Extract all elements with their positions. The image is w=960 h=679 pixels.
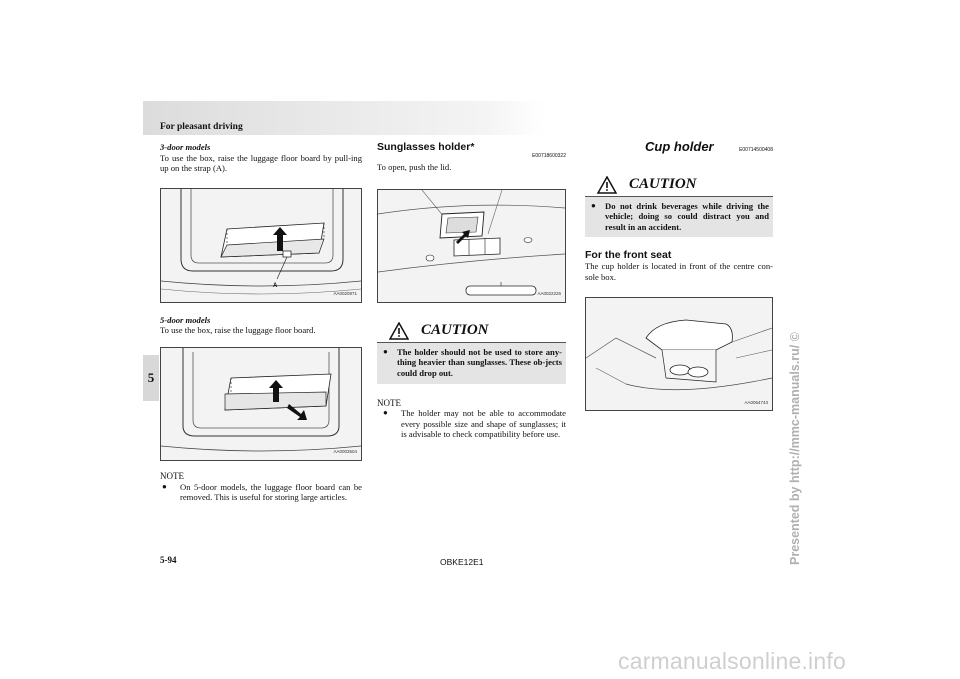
section-tab: 5 (143, 355, 159, 401)
figure-code: AA0003504 (333, 449, 357, 455)
page-title: Cup holder (645, 139, 714, 154)
note-item: ● The holder may not be able to accommod… (377, 408, 566, 440)
page-header-title: For pleasant driving (160, 122, 243, 132)
luggage-illustration-5door (161, 347, 361, 452)
figure-5door-luggage: AA0003504 (160, 346, 362, 461)
header-band (143, 101, 545, 135)
column-3: Cup holder E00714500408 CAUTION ● Do not… (585, 139, 773, 412)
note-text: The holder may not be able to accommodat… (401, 408, 566, 440)
luggage-illustration-3door (161, 188, 361, 295)
column-2: Sunglasses holder* E00718600322 To open,… (377, 142, 566, 440)
note-text: On 5-door models, the luggage floor boar… (180, 481, 362, 503)
column-1: 3-door models To use the box, raise the … (160, 142, 362, 503)
section-heading: Sunglasses holder* (377, 141, 475, 153)
bullet-icon: ● (591, 200, 596, 210)
caution-box: CAUTION ● The holder should not be used … (377, 320, 566, 384)
bullet-icon: ● (383, 408, 388, 418)
caution-title: CAUTION (421, 322, 489, 339)
figure-code: AA0064743 (744, 399, 768, 405)
site-watermark: carmanualsonline.info (618, 648, 846, 674)
caution-item: ● The holder should not be used to store… (381, 347, 562, 379)
warning-triangle-icon (597, 175, 617, 194)
text-3door: To use the box, raise the luggage floor … (160, 152, 362, 174)
figure-3door-luggage: A AA0020871 (160, 187, 362, 303)
figure-sunglasses-holder: AA0022226 (377, 188, 566, 303)
sunglasses-holder-illustration (378, 189, 565, 296)
text-5door: To use the box, raise the luggage floor … (160, 325, 316, 336)
caution-title: CAUTION (629, 176, 697, 193)
bullet-icon: ● (162, 481, 167, 491)
section-heading-row: Sunglasses holder* (377, 142, 566, 153)
figure-label-a: A (273, 282, 278, 289)
section-code: E00714500408 (739, 147, 773, 153)
section-code: E00718600322 (532, 152, 566, 159)
cup-holder-title-row: Cup holder E00714500408 (585, 139, 773, 156)
cup-holder-text: The cup holder is located in front of th… (585, 260, 773, 282)
cup-holder-illustration (586, 319, 772, 391)
caution-header: CAUTION (377, 320, 566, 343)
document-code: OBKE12E1 (440, 557, 484, 567)
caution-text: The holder should not be used to store a… (397, 346, 562, 378)
heading-5door: 5-door models (160, 314, 211, 325)
bullet-icon: ● (383, 346, 388, 356)
subheading: For the front seat (585, 249, 672, 262)
caution-text: Do not drink beverages while driving the… (605, 200, 769, 232)
heading-3door: 3-door models (160, 142, 211, 152)
figure-cup-holder: AA0064743 (585, 297, 773, 412)
caution-item: ● Do not drink beverages while driving t… (589, 201, 769, 233)
sunglasses-instructions: To open, push the lid. (377, 162, 452, 173)
note-heading: NOTE (160, 470, 184, 481)
page-number: 5-94 (160, 555, 177, 565)
caution-body: ● Do not drink beverages while driving t… (585, 196, 773, 238)
figure-code: AA0022226 (537, 291, 561, 297)
note-item: ● On 5-door models, the luggage floor bo… (160, 482, 362, 503)
vertical-watermark: Presented by http://mmc-manuals.ru/ © (788, 332, 802, 565)
figure-code: AA0020871 (333, 291, 357, 297)
caution-body: ● The holder should not be used to store… (377, 342, 566, 384)
warning-triangle-icon (389, 321, 409, 340)
note-heading: NOTE (377, 397, 401, 408)
caution-box: CAUTION ● Do not drink beverages while d… (585, 174, 773, 238)
caution-header: CAUTION (585, 174, 773, 197)
